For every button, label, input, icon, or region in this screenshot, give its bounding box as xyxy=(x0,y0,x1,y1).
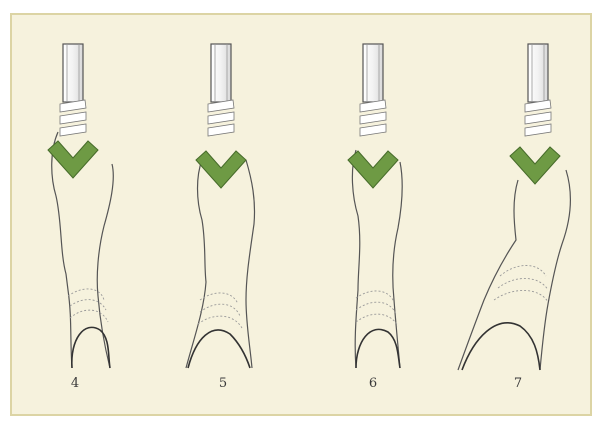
step-label-5: 5 xyxy=(213,376,233,391)
figure-step-6 xyxy=(348,44,402,368)
rod-icon xyxy=(208,44,234,136)
arrow-icon xyxy=(48,141,98,178)
figure-step-4 xyxy=(48,44,113,368)
rod-icon xyxy=(360,44,386,136)
arrow-icon xyxy=(196,151,246,188)
step-label-4: 4 xyxy=(65,376,85,391)
hand-outline xyxy=(186,160,255,368)
step-label-7: 7 xyxy=(508,376,528,391)
hand-outline xyxy=(458,170,570,370)
step-label-6: 6 xyxy=(363,376,383,391)
arrow-icon xyxy=(510,147,560,184)
arrow-icon xyxy=(348,151,398,188)
rod-icon xyxy=(60,44,86,136)
figure-step-5 xyxy=(186,44,255,368)
rod-icon xyxy=(525,44,551,136)
figure-step-7 xyxy=(458,44,570,370)
